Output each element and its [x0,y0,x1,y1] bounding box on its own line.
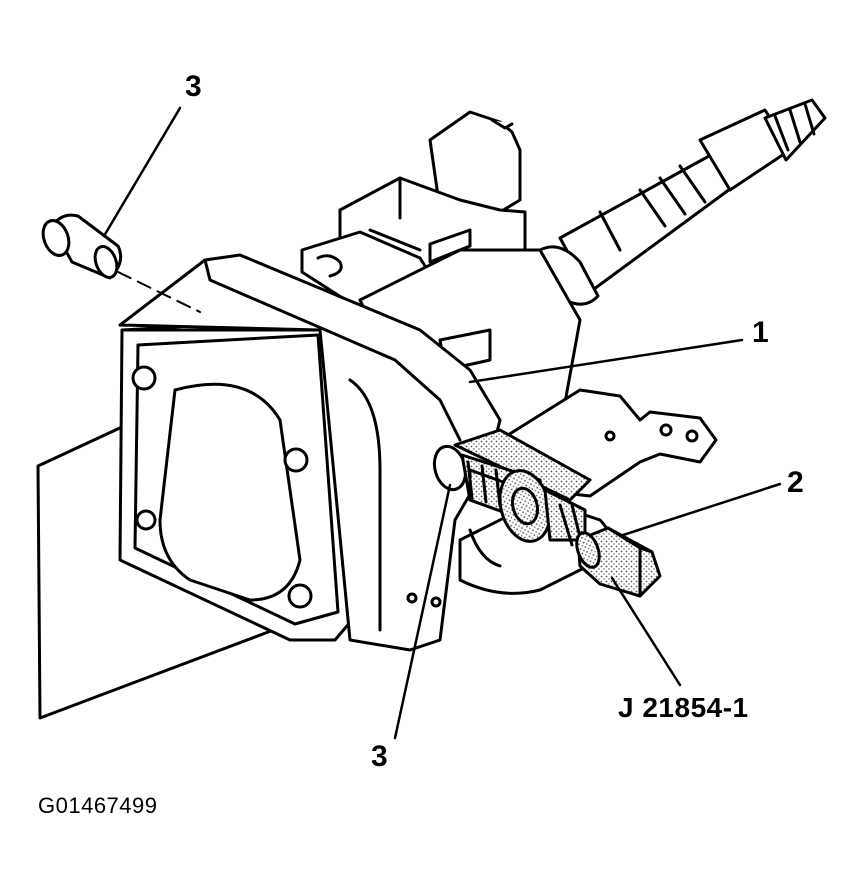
leader-line-tool [610,576,682,687]
leader-line-bolt [618,482,782,538]
steering-shaft [538,98,827,306]
leader-line-pin-top [102,106,182,238]
column-flange [118,316,354,642]
callout-pin-top: 3 [185,70,202,103]
callout-pin-bottom: 3 [371,740,388,773]
leader-line-pin-bottom [393,483,452,740]
leader-line-assembly [468,338,744,384]
figure-id: G01467499 [38,793,158,818]
tool-hex-socket [575,526,662,598]
pin-top [41,213,123,280]
callout-bolt: 2 [787,466,804,499]
adjustment-bolt-assembly [432,428,592,547]
pin-alignment-line [117,271,201,313]
callout-assembly: 1 [752,316,769,349]
callout-tool: J 21854-1 [618,692,749,723]
